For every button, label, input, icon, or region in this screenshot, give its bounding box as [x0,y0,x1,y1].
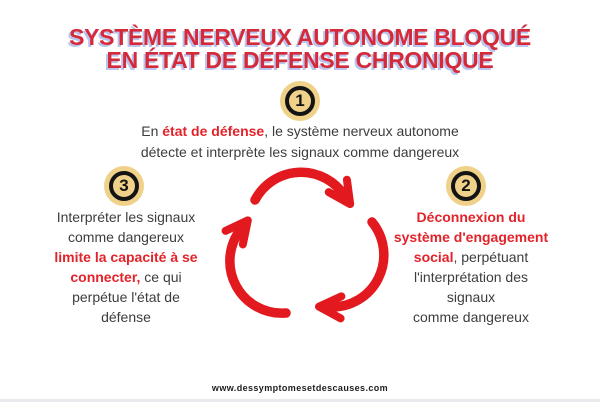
cycle-arrows-icon [221,167,389,323]
bottom-divider [0,399,600,402]
page-title-line1: SYSTÈME NERVEUX AUTONOME BLOQUÉ [69,24,531,50]
step-badge-2: 2 [451,171,481,201]
page-title: SYSTÈME NERVEUX AUTONOME BLOQUÉ EN ÉTAT … [0,26,600,72]
page-title-line2: EN ÉTAT DE DÉFENSE CHRONIQUE [106,47,494,73]
step-badge-1-number: 1 [295,91,305,110]
step-badge-3: 3 [109,171,139,201]
step1-text: En état de défense, le système nerveux a… [140,123,460,160]
cycle-arrow-left [221,216,291,318]
cycle-arrow-top [250,167,355,209]
step-badge-1: 1 [285,86,315,116]
cycle-arrow-right [315,217,389,323]
footer-url: www.dessymptomesetdescauses.com [211,383,389,393]
step-badge-2-number: 2 [461,176,471,195]
step-badge-3-number: 3 [119,176,129,195]
